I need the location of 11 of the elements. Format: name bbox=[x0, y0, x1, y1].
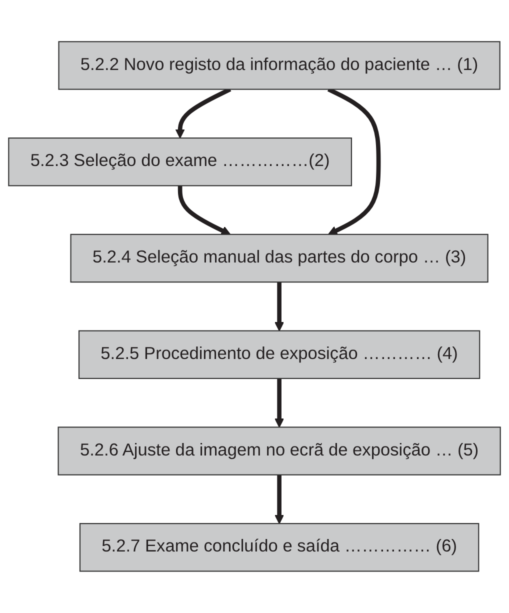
arrow bbox=[274, 378, 284, 428]
node-box bbox=[79, 523, 480, 572]
node-box bbox=[8, 138, 352, 186]
arrow bbox=[178, 186, 231, 236]
node-box bbox=[58, 426, 501, 476]
arrow bbox=[274, 474, 284, 524]
node-box bbox=[70, 234, 488, 283]
node-box bbox=[58, 41, 500, 90]
flowchart: 5.2.2 Novo registo da informação do paciente … (1) 5.2.3 Seleção do exame ……………(2) 5.2.4 Seleção manual das partes do corpo … (3) 5.2.5 Procedimento de exposição ………… (4) 5.2.6 Ajuste da imagem no ecrã de exposição … (5) 5.2.7 Exame concluído e saída …………… (6) bbox=[0, 33, 509, 580]
arrow bbox=[274, 282, 284, 332]
node-box bbox=[78, 330, 480, 380]
